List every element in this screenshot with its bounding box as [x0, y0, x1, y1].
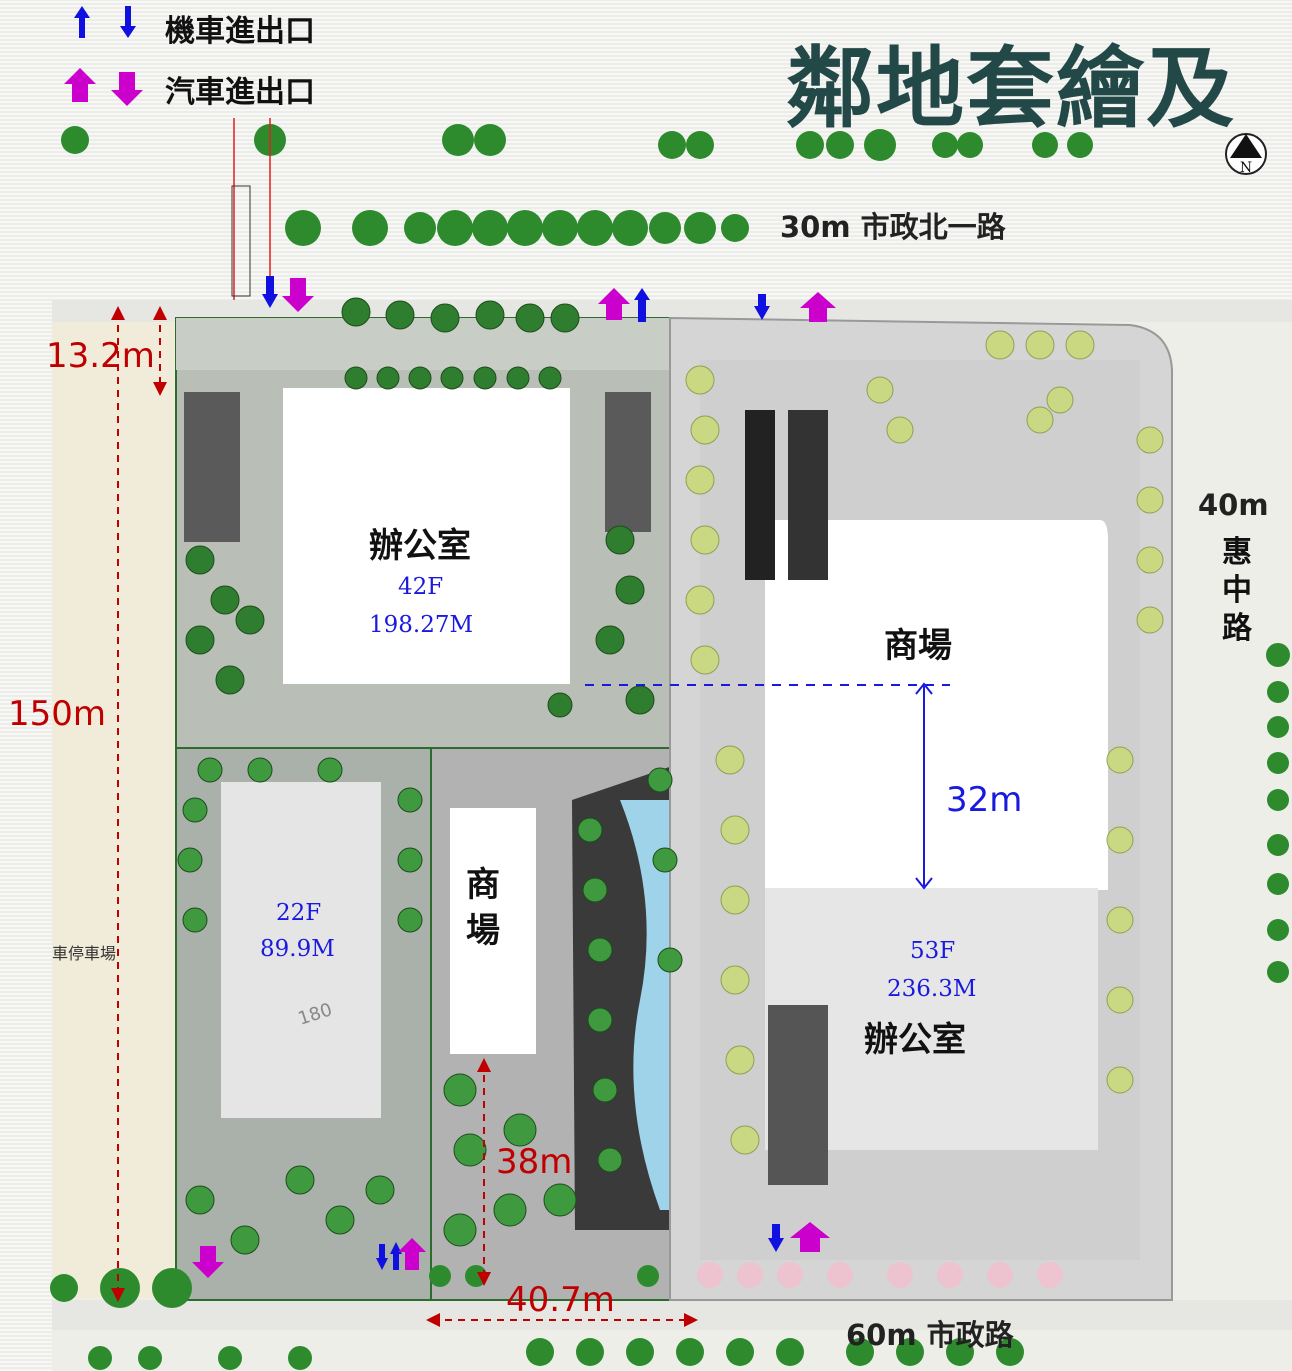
- mall-mid-label-char: 場: [466, 911, 500, 951]
- mall-mid-label-char: 商: [466, 865, 500, 905]
- road-label-west: 車停車場: [52, 944, 117, 963]
- road-label-east-width: 40m: [1198, 488, 1269, 522]
- road-label-south: 60m 市政路: [846, 1318, 1014, 1352]
- page-title: 鄰地套繪及: [786, 36, 1237, 140]
- office-nw-label: 辦公室: [369, 526, 471, 566]
- car-down-arrow-icon: [111, 72, 143, 106]
- office-nw-footprint: [283, 388, 570, 684]
- mall-east-label: 商場: [884, 626, 952, 666]
- legend-motorcycle: 機車進出口: [165, 6, 315, 50]
- road-label-east-char: 惠: [1222, 535, 1252, 570]
- dim-plaza-depth: 38m: [496, 1142, 573, 1182]
- tower-sw-footprint: [221, 782, 381, 1118]
- car-up-arrow-icon: [64, 68, 96, 102]
- dim-plaza-width: 40.7m: [506, 1280, 615, 1320]
- office-se-height: 236.3M: [887, 976, 977, 1002]
- office-se-floors: 53F: [910, 938, 956, 964]
- dim-gap: 32m: [946, 780, 1023, 820]
- legend-car: 汽車進出口: [165, 67, 315, 111]
- office-se-label: 辦公室: [864, 1020, 966, 1060]
- mall-mid-label: 商 場: [466, 862, 500, 954]
- road-label-north: 30m 市政北一路: [780, 210, 1006, 244]
- dim-site-length: 150m: [8, 694, 107, 734]
- road-label-east-char: 中: [1222, 573, 1252, 608]
- legend-car-label: 汽車進出口: [165, 75, 315, 110]
- office-nw-height: 198.27M: [369, 612, 474, 638]
- motorcycle-up-arrow-icon: [74, 6, 90, 38]
- motorcycle-down-arrow-icon: [120, 6, 136, 38]
- office-nw-floors: 42F: [398, 574, 444, 600]
- mall-east-footprint: [765, 520, 1108, 890]
- svg-text:N: N: [1240, 160, 1252, 176]
- tower-sw-floors: 22F: [276, 900, 322, 926]
- dim-setback-north: 13.2m: [46, 336, 155, 376]
- tower-sw-height: 89.9M: [260, 936, 335, 962]
- north-compass-icon: N: [1225, 133, 1267, 176]
- mall-mid-footprint: [450, 808, 536, 1054]
- road-label-east-name: 惠 中 路: [1220, 534, 1254, 648]
- road-label-east-char: 路: [1222, 611, 1252, 646]
- legend-motorcycle-label: 機車進出口: [165, 14, 315, 49]
